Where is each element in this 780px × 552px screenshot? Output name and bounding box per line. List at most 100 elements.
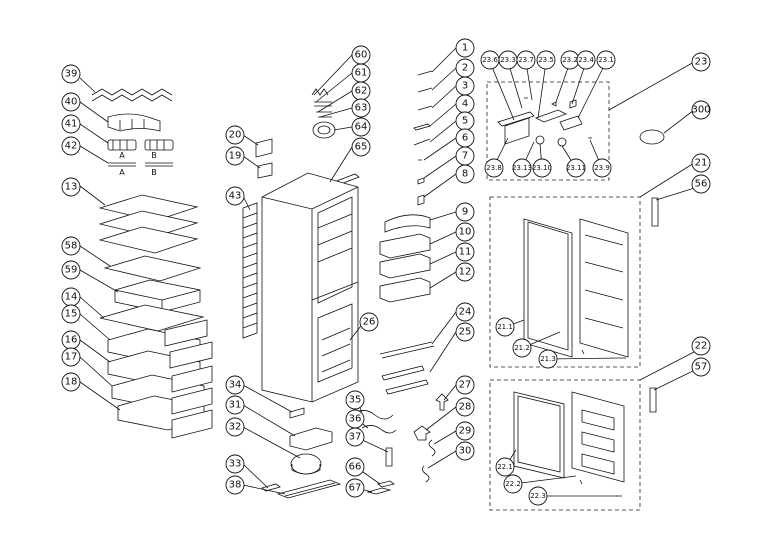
callout-23-7: 23.7 (516, 50, 536, 70)
callout-29: 29 (455, 421, 475, 441)
callout-number: 58 (65, 241, 78, 252)
part-34-connector (289, 407, 305, 419)
callout-number: 23.13 (512, 164, 532, 172)
part-32-compressor (290, 453, 322, 475)
variant-b-label-41: B (151, 151, 157, 160)
callout-circle (61, 372, 81, 392)
callout-28: 28 (455, 397, 475, 417)
callout-number: 40 (65, 97, 78, 108)
callout-42: 42 (61, 136, 81, 156)
callout-number: 4 (462, 99, 468, 110)
callout-21-2: 21.2 (512, 338, 532, 358)
callout-circle (691, 52, 711, 72)
callout-23-5: 23.5 (536, 50, 556, 70)
part-13-glass-shelves (98, 194, 199, 254)
callout-number: 27 (459, 380, 472, 391)
variant-b-label-42: B (151, 168, 157, 177)
part-300-oval (639, 129, 665, 145)
callout-23-13: 23.13 (512, 158, 532, 178)
callout-number: 22.2 (505, 480, 521, 488)
part-43-side-condenser (242, 202, 258, 339)
callout-number: 34 (229, 380, 242, 391)
callout-number: 23.2 (562, 56, 578, 64)
callout-circle (225, 375, 245, 395)
callout-21: 21 (691, 153, 711, 173)
callout-number: 43 (229, 191, 242, 202)
callout-circle (61, 304, 81, 324)
callout-number: 32 (229, 422, 242, 433)
callout-circle (345, 457, 365, 477)
callout-circle (528, 486, 548, 506)
callout-circle (225, 475, 245, 495)
callout-number: 23.3 (500, 56, 516, 64)
callout-number: 12 (459, 267, 472, 278)
callout-circle (596, 50, 616, 70)
callout-circle (345, 427, 365, 447)
upper-door-box (489, 196, 641, 368)
callout-64: 64 (351, 117, 371, 137)
callout-circle (455, 38, 475, 58)
callout-9: 9 (455, 202, 475, 222)
part-15-16-17-18-drawers (107, 319, 213, 439)
variant-a-label-42: A (119, 168, 125, 177)
callout-56: 56 (691, 174, 711, 194)
callout-number: 28 (459, 402, 472, 413)
callout-22: 22 (691, 336, 711, 356)
callout-23-8: 23.8 (484, 158, 504, 178)
callout-circle (61, 260, 81, 280)
callout-number: 66 (349, 462, 362, 473)
callout-number: 26 (363, 317, 376, 328)
callout-circle (691, 357, 711, 377)
callout-25: 25 (455, 322, 475, 342)
part-31-tray (289, 427, 333, 451)
callout-63: 63 (351, 98, 371, 118)
part-33-38-base (261, 479, 342, 499)
callout-number: 21.3 (540, 355, 556, 363)
callout-circle (536, 50, 556, 70)
callout-number: 25 (459, 327, 472, 338)
callout-circle (345, 478, 365, 498)
callout-33: 33 (225, 454, 245, 474)
callout-number: 21.2 (514, 344, 530, 352)
callout-circle (455, 302, 475, 322)
callout-circle (455, 375, 475, 395)
callout-circle (61, 136, 81, 156)
part-40-rail (107, 113, 161, 132)
callout-number: 22.3 (530, 492, 546, 500)
callout-circle (225, 395, 245, 415)
callout-number: 15 (65, 309, 78, 320)
callout-circle (691, 153, 711, 173)
callout-number: 23.5 (538, 56, 554, 64)
callout-23-6: 23.6 (480, 50, 500, 70)
callout-circle (351, 117, 371, 137)
part-14-shelf (99, 304, 205, 332)
callout-circle (61, 347, 81, 367)
callout-32: 32 (225, 417, 245, 437)
callout-circle (503, 474, 523, 494)
callout-circle (225, 186, 245, 206)
part-35-37-wiring (354, 410, 397, 467)
callout-number: 21 (695, 158, 708, 169)
callout-43: 43 (225, 186, 245, 206)
callout-58: 58 (61, 236, 81, 256)
callout-circle (351, 137, 371, 157)
callout-number: 64 (355, 122, 368, 133)
callout-circle (576, 50, 596, 70)
parts-1-8-small (413, 70, 433, 206)
callout-12: 12 (455, 262, 475, 282)
callout-number: 24 (459, 307, 472, 318)
callout-14: 14 (61, 287, 81, 307)
callout-circle (455, 421, 475, 441)
callout-number: 23.9 (594, 164, 610, 172)
callout-23-9: 23.9 (592, 158, 612, 178)
callout-7: 7 (455, 146, 475, 166)
callout-22-2: 22.2 (503, 474, 523, 494)
callout-3: 3 (455, 76, 475, 96)
callout-30: 30 (455, 441, 475, 461)
callout-61: 61 (351, 63, 371, 83)
callout-1: 1 (455, 38, 475, 58)
callout-40: 40 (61, 92, 81, 112)
callout-17: 17 (61, 347, 81, 367)
callout-39: 39 (61, 64, 81, 84)
